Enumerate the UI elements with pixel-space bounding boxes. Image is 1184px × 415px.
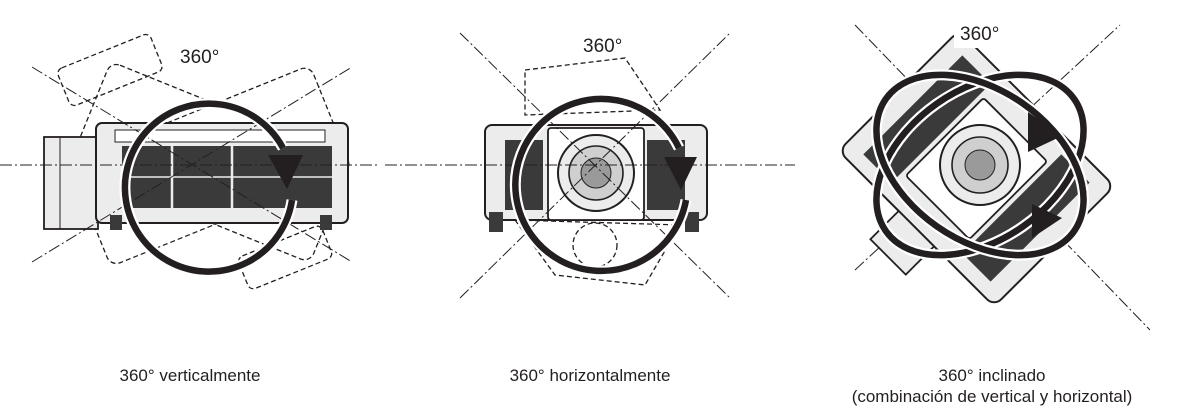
- rotation-ring: [509, 93, 697, 277]
- rotation-rings: [870, 69, 1090, 261]
- rotation-arrowhead: [664, 157, 697, 190]
- rotation-arrowhead-upper: [1028, 112, 1062, 152]
- caption: 360° horizontalmente: [509, 366, 671, 385]
- projector-front-body: [484, 124, 708, 232]
- caption: 360° inclinado (combinación de vertical …: [851, 366, 1133, 406]
- rotation-degree-label: 360°: [960, 24, 1000, 45]
- panel-vertical-rotation: 360° 360° verticalmente: [0, 0, 380, 415]
- horizontal-rotation-figure: [385, 32, 795, 299]
- rotation-degree-label: 360°: [583, 36, 623, 57]
- projector-side-body: [43, 122, 349, 230]
- panel-horizontal-rotation: 360° 360° horizontalmente: [385, 0, 795, 415]
- caption: 360° verticalmente: [119, 366, 261, 385]
- tilted-rotation-figure: [841, 21, 1151, 331]
- projector-lens: [939, 124, 1021, 206]
- rotation-ring: [119, 98, 303, 278]
- axis-lines: [0, 66, 380, 263]
- vertical-rotation-figure: [0, 33, 380, 290]
- rotation-degree-label: 360°: [180, 47, 220, 68]
- panel-tilted-rotation: 360° 360° inclinado (combinación de vert…: [800, 0, 1184, 415]
- rotation-arrowhead: [268, 155, 303, 189]
- axis-lines: [385, 32, 795, 299]
- rotation-arrowhead-lower: [1032, 204, 1062, 238]
